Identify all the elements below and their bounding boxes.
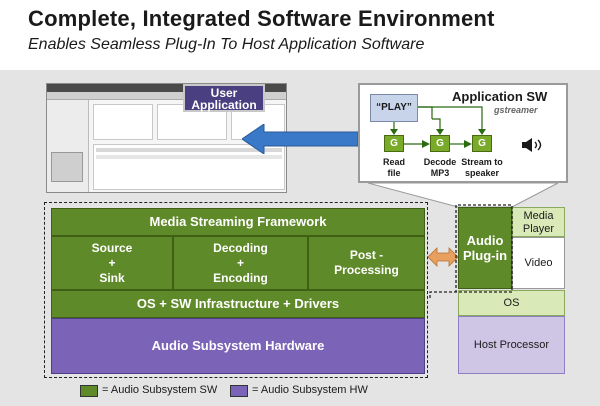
screenshot-titlebar <box>47 84 286 92</box>
page-title: Complete, Integrated Software Environmen… <box>28 6 495 31</box>
application-sw-title: Application SW <box>452 89 548 104</box>
blue-left-arrow-icon <box>242 124 358 154</box>
speaker-icon <box>522 138 542 152</box>
screenshot-pane <box>93 104 153 140</box>
pipeline-element-stream: G <box>472 135 492 152</box>
play-command-box: “PLAY” <box>370 94 418 122</box>
application-sw-box: Application SW gstreamer “PLAY” G G G Re… <box>358 83 568 183</box>
legend-hw-swatch <box>230 385 248 397</box>
pipeline-connectors <box>390 106 486 148</box>
host-processor-block: Host Processor <box>458 316 565 374</box>
screenshot-track-list <box>93 144 285 190</box>
screenshot-row <box>96 148 282 152</box>
pipeline-element-read: G <box>384 135 404 152</box>
decoding-encoding-block: Decoding + Encoding <box>173 236 308 290</box>
host-os-block: OS <box>458 290 565 316</box>
gstreamer-logo: gstreamer <box>494 105 538 115</box>
legend-sw-swatch <box>80 385 98 397</box>
media-streaming-framework: Media Streaming Framework <box>51 208 425 236</box>
legend-hw-label: = Audio Subsystem HW <box>252 384 368 396</box>
post-processing-block: Post - Processing <box>308 236 425 290</box>
screenshot-toolbar <box>47 92 286 100</box>
bidirectional-arrow-icon <box>428 247 458 267</box>
user-application-label: User Application <box>183 84 265 112</box>
source-sink-block: Source + Sink <box>51 236 173 290</box>
screenshot-album-art <box>51 152 83 182</box>
pipeline-label-stream: Stream to speaker <box>461 157 503 178</box>
audio-subsystem-outline <box>44 202 428 378</box>
audio-plugin-block: Audio Plug-in <box>458 207 512 289</box>
page-subtitle: Enables Seamless Plug-In To Host Applica… <box>28 36 425 53</box>
video-block: Video <box>512 237 565 289</box>
screenshot-sidebar <box>47 100 89 192</box>
legend-sw-label: = Audio Subsystem SW <box>102 384 218 396</box>
pipeline-label-read: Read file <box>382 157 405 178</box>
pipeline-element-decode: G <box>430 135 450 152</box>
os-sw-infrastructure-block: OS + SW Infrastructure + Drivers <box>51 290 425 318</box>
screenshot-row <box>96 155 282 159</box>
screenshot-body <box>47 100 286 192</box>
audio-subsystem-hardware-block: Audio Subsystem Hardware <box>51 318 425 374</box>
pipeline-label-decode: Decode MP3 <box>423 157 457 178</box>
